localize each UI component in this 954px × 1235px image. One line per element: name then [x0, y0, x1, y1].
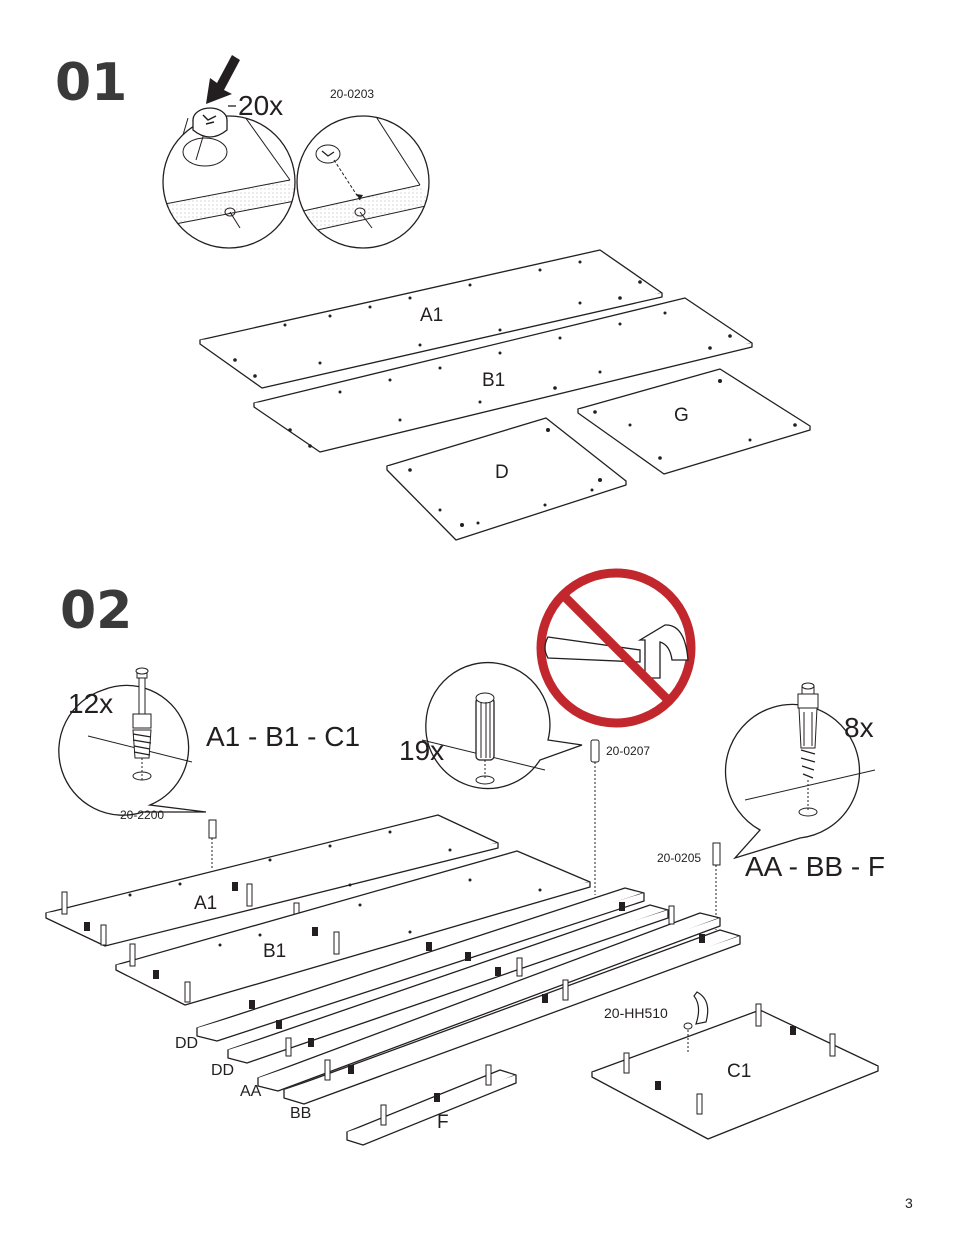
- step-number-02: 02: [60, 581, 132, 641]
- callout-left-part-code: 20-2200: [120, 808, 164, 822]
- panel-b1-step2: [115, 850, 591, 1006]
- part-label-aa: AA: [240, 1083, 262, 1100]
- arrow-down-icon: [206, 55, 240, 104]
- cam-lock-callout-right: [296, 115, 430, 249]
- pin-callout: [724, 682, 876, 860]
- panel-d: [386, 417, 627, 541]
- wood-dowel-callout: [421, 661, 583, 790]
- panel-b1: [253, 297, 753, 453]
- no-hammer-icon: [536, 568, 696, 728]
- callout-left-quantity: 12x: [68, 688, 113, 719]
- rail-f: [346, 1064, 517, 1146]
- callout-mid-part-code: 20-0207: [606, 744, 650, 758]
- part-label-bb: BB: [290, 1105, 311, 1122]
- screw-row-a1: [61, 882, 300, 946]
- part-label-b1: B1: [263, 941, 286, 962]
- step1-quantity: 20x: [238, 90, 283, 121]
- dowel-screw-callout: [58, 667, 207, 816]
- panel-c1: [591, 1003, 879, 1140]
- callout-right-applies-to: AA - BB - F: [745, 851, 885, 882]
- part-label-dd-2: DD: [211, 1062, 234, 1079]
- part-label-a1: A1: [194, 893, 217, 914]
- callout-right-part-code: 20-0205: [657, 851, 701, 865]
- dowel-20-0207-icon: [590, 739, 600, 895]
- part-label-f: F: [437, 1112, 449, 1133]
- panel-a1-step2: [45, 814, 499, 947]
- panel-g: [577, 368, 811, 475]
- part-label-dd-1: DD: [175, 1035, 198, 1052]
- rail-aa: [257, 905, 721, 1092]
- part-label-c1: C1: [727, 1061, 751, 1082]
- panel-label-g: G: [674, 405, 689, 426]
- panel-label-a1: A1: [420, 305, 443, 326]
- callout-right-quantity: 8x: [844, 712, 874, 743]
- page-number: 3: [905, 1195, 913, 1211]
- panel-label-d: D: [495, 462, 509, 483]
- rail-dd-1: [196, 887, 645, 1042]
- screw-20-2200-icon: [208, 819, 217, 870]
- panel-a1: [199, 249, 663, 389]
- hanger-bracket-icon: [683, 991, 709, 1052]
- pin-20-0205-icon: [712, 842, 721, 930]
- panel-label-b1: B1: [482, 370, 505, 391]
- hardware-code: 20-HH510: [604, 1005, 668, 1021]
- step1-part-code: 20-0203: [330, 87, 374, 101]
- rail-bb: [283, 929, 741, 1105]
- rail-dd-2: [227, 902, 669, 1064]
- step-number-01: 01: [55, 53, 127, 113]
- cam-lock-callout-left: [162, 107, 296, 249]
- callout-left-applies-to: A1 - B1 - C1: [206, 721, 360, 752]
- callout-mid-quantity: 19x: [399, 735, 444, 766]
